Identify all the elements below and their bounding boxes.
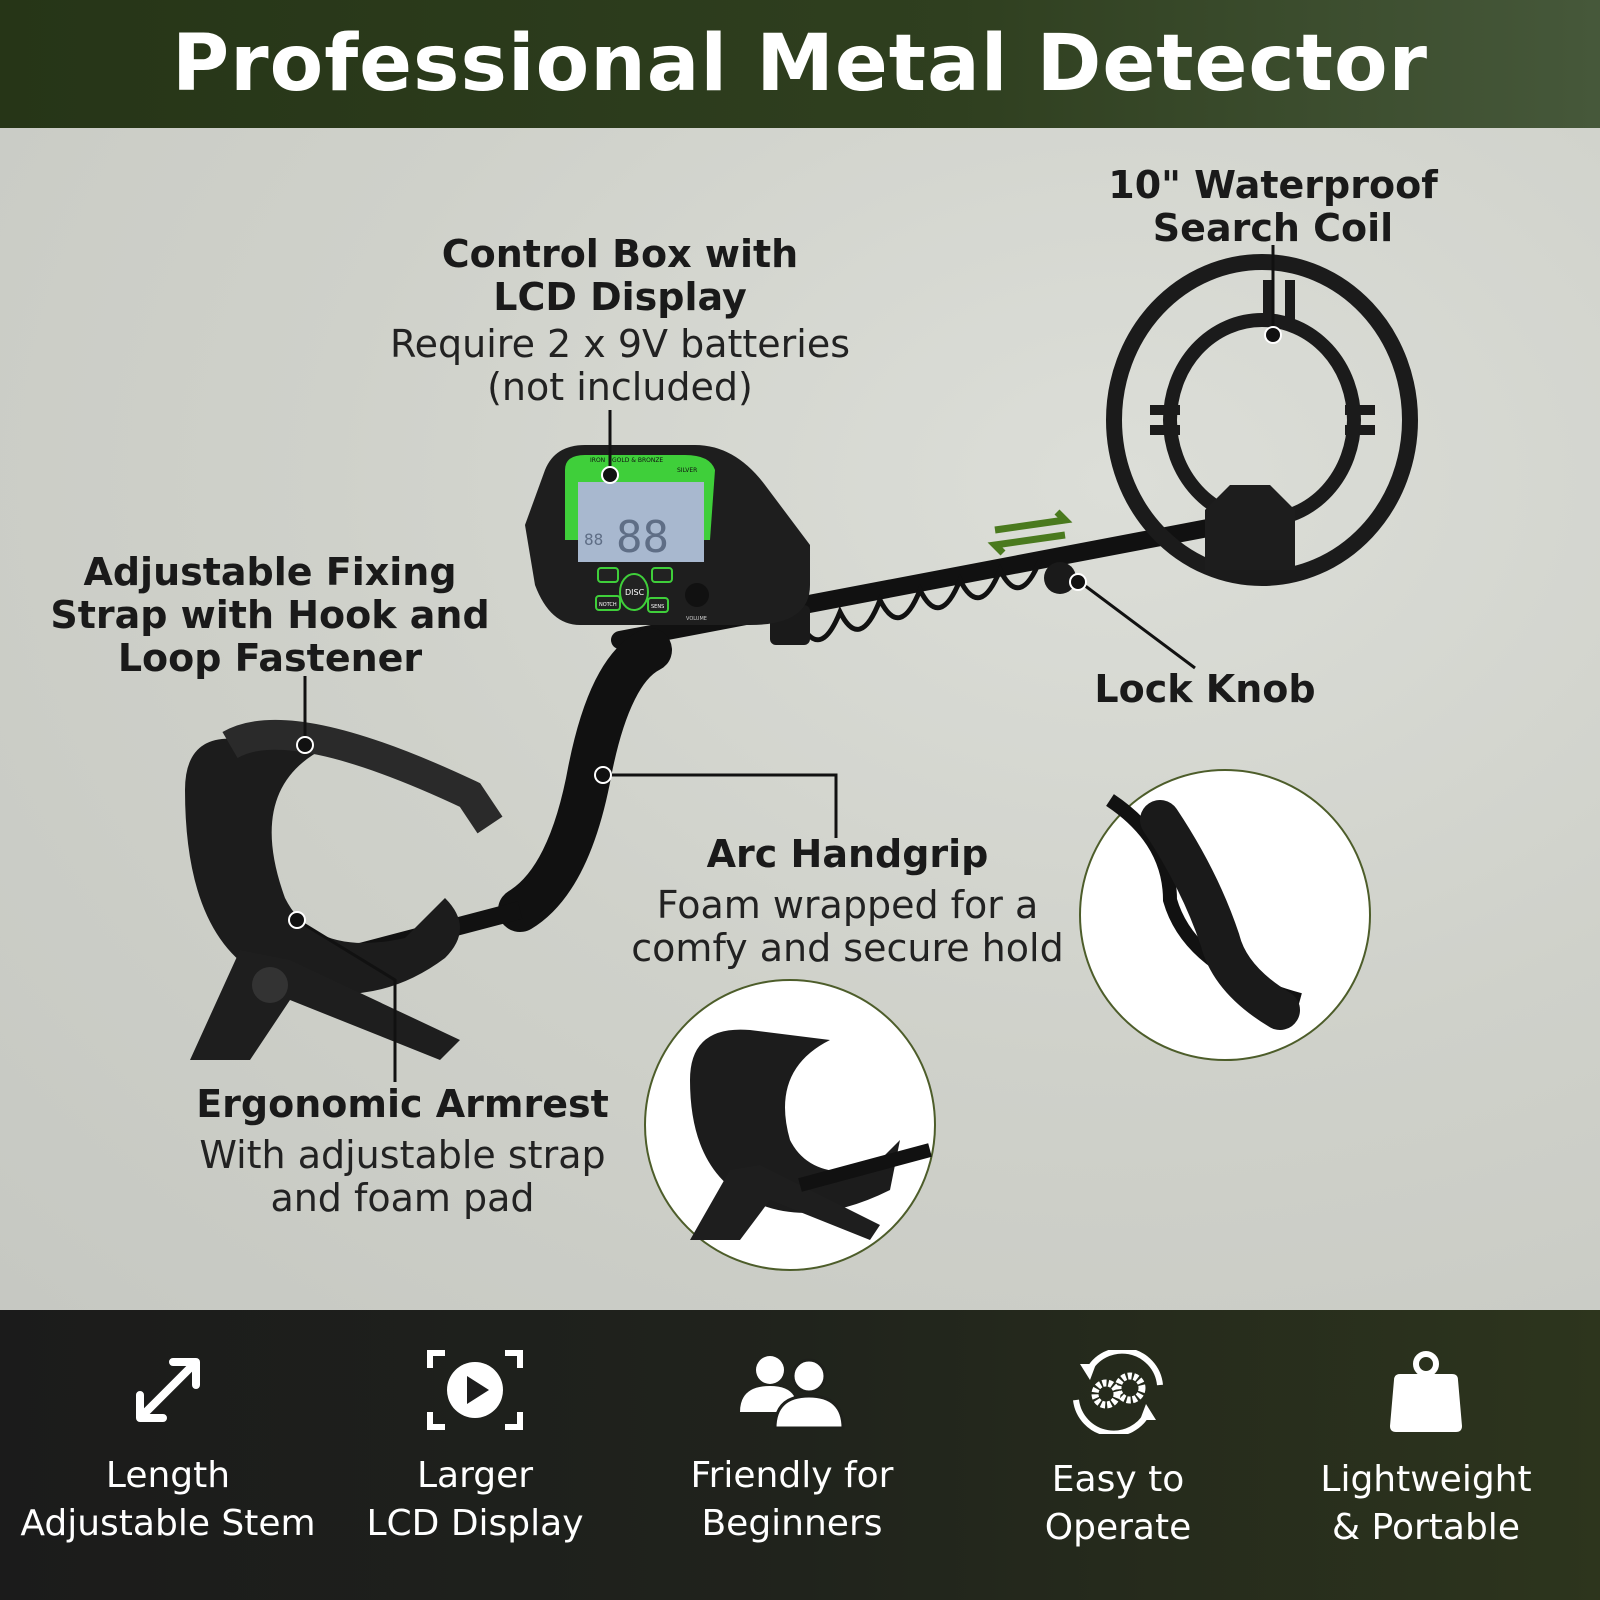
fixing-strap — [222, 719, 503, 834]
callout-subtitle: comfy and secure hold — [631, 926, 1064, 970]
coil-cable — [797, 559, 1043, 643]
notch-label: NOTCH — [599, 602, 617, 608]
label-iron: IRON — [590, 457, 605, 464]
callout-fixing-strap: Adjustable Fixing Strap with Hook and Lo… — [30, 551, 510, 680]
feature-label: & Portable — [1332, 1507, 1520, 1548]
callout-title: Arc Handgrip — [706, 832, 989, 876]
callout-subtitle: and foam pad — [270, 1176, 535, 1220]
feature-label: Friendly for — [690, 1455, 894, 1496]
callout-title: Search Coil — [1152, 206, 1394, 250]
callout-armrest: Ergonomic Armrest With adjustable strap … — [170, 1083, 635, 1220]
armrest-cuff — [185, 738, 460, 994]
label-silver: SILVER — [677, 467, 697, 474]
callout-search-coil: 10" Waterproof Search Coil — [1083, 164, 1463, 250]
search-coil — [1106, 254, 1418, 586]
lock-knob — [1044, 562, 1076, 594]
callout-title: Control Box with — [441, 232, 799, 276]
volume-label: VOLUME — [686, 616, 707, 622]
feature-lightweight: Lightweight & Portable — [1266, 1350, 1586, 1552]
arc-handgrip — [498, 628, 672, 932]
notch-button — [595, 595, 621, 611]
metal-detector-illustration: IRON GOLD & BRONZE SILVER 88 88 DISC NOT… — [185, 245, 1418, 1271]
callout-subtitle: With adjustable strap — [199, 1133, 606, 1177]
callout-subtitle: (not included) — [487, 365, 753, 409]
coil-mount — [1205, 485, 1295, 570]
product-area: IRON GOLD & BRONZE SILVER 88 88 DISC NOT… — [0, 128, 1600, 1310]
weight-icon — [1390, 1351, 1462, 1432]
display-play-icon — [427, 1350, 523, 1430]
callout-title: Strap with Hook and — [50, 593, 490, 637]
feature-label: LCD Display — [366, 1503, 584, 1544]
sens-button — [647, 597, 669, 613]
feature-easy-operate: Easy to Operate — [958, 1350, 1278, 1552]
feature-label: Easy to — [1051, 1459, 1185, 1500]
feature-label: Adjustable Stem — [20, 1503, 316, 1544]
callout-title: Lock Knob — [1094, 667, 1316, 711]
sens-label: SENS — [651, 604, 664, 610]
callout-title: 10" Waterproof — [1108, 163, 1438, 207]
plus-button — [651, 567, 673, 583]
users-icon — [740, 1356, 845, 1430]
feature-label: Larger — [416, 1455, 534, 1496]
extend-arrows-icon — [987, 509, 1073, 556]
feature-label: Length — [105, 1455, 231, 1496]
callout-lock-knob: Lock Knob — [1060, 668, 1350, 711]
callout-title: Adjustable Fixing — [83, 550, 457, 594]
callout-title: LCD Display — [493, 275, 747, 319]
feature-label: Operate — [1044, 1507, 1192, 1548]
disc-button — [619, 573, 649, 611]
header-banner: Professional Metal Detector — [0, 0, 1600, 128]
disc-label: DISC — [625, 588, 645, 597]
leader-lines — [296, 245, 1275, 1082]
lcd-digits: 88 — [616, 512, 669, 563]
feature-label: Beginners — [701, 1503, 883, 1544]
label-gold: GOLD & BRONZE — [612, 457, 663, 464]
volume-knob — [685, 583, 709, 607]
callout-subtitle: Foam wrapped for a — [656, 883, 1039, 927]
feature-label: Lightweight — [1320, 1459, 1532, 1500]
callout-arc-handgrip: Arc Handgrip Foam wrapped for a comfy an… — [600, 833, 1095, 970]
page-title: Professional Metal Detector — [171, 19, 1429, 109]
lcd-screen — [578, 482, 704, 562]
armrest-detail-image — [644, 979, 936, 1271]
callout-control-box: Control Box with LCD Display Require 2 x… — [370, 233, 870, 409]
lcd-small-digits: 88 — [584, 530, 603, 549]
callout-title: Loop Fastener — [117, 636, 423, 680]
resize-arrow-icon — [136, 1358, 200, 1422]
callout-subtitle: Require 2 x 9V batteries — [389, 322, 851, 366]
gears-cycle-icon — [1073, 1350, 1163, 1434]
minus-button — [597, 567, 619, 583]
callout-title: Ergonomic Armrest — [196, 1082, 609, 1126]
